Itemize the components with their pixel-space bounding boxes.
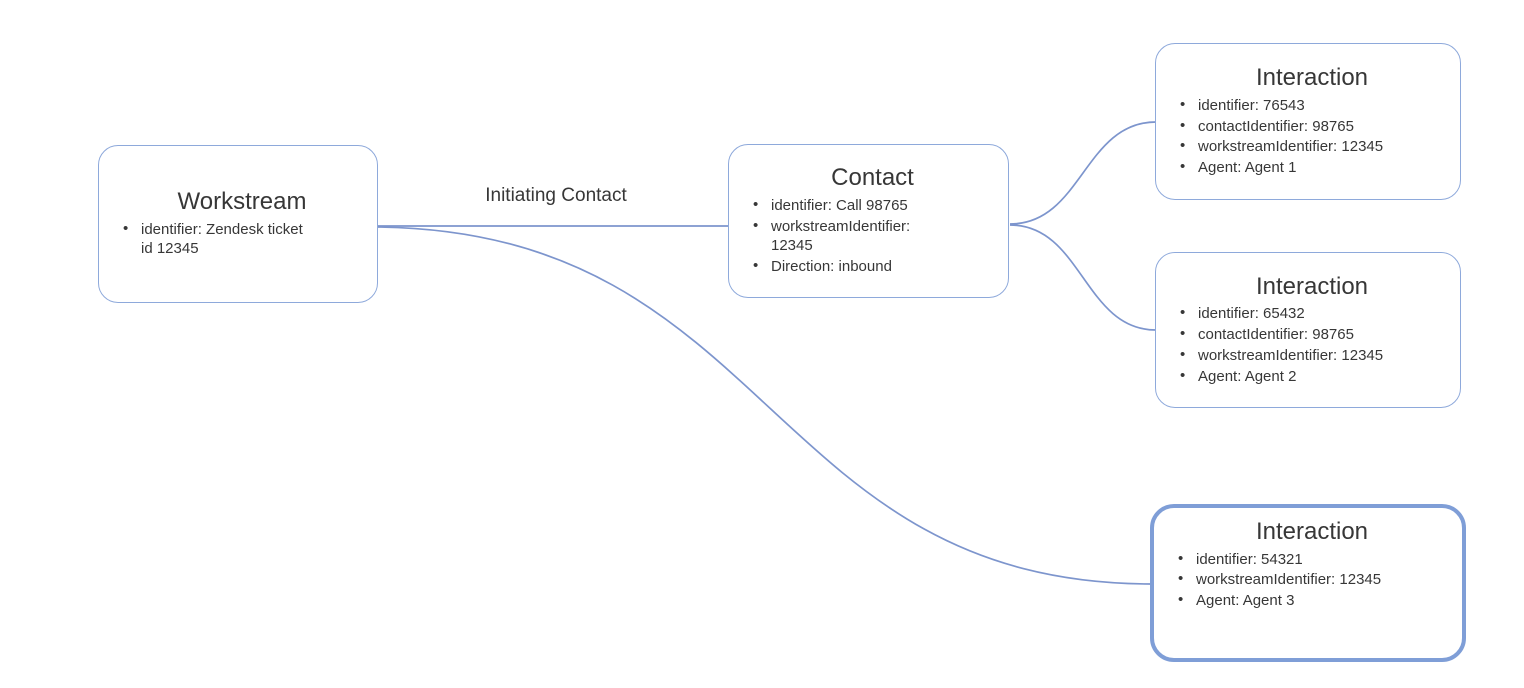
node-title: Interaction <box>1255 518 1369 545</box>
bullet-item: identifier: 65432 <box>1172 303 1452 324</box>
node-bullet-list: identifier: Zendesk ticket id 12345 <box>115 219 369 261</box>
bullet-item: identifier: Call 98765 <box>745 195 939 216</box>
bullet-item: contactIdentifier: 98765 <box>1172 116 1452 137</box>
node-bullet-list: identifier: 76543contactIdentifier: 9876… <box>1172 95 1452 179</box>
bullet-item: Agent: Agent 1 <box>1172 157 1452 178</box>
bullet-item: contactIdentifier: 98765 <box>1172 324 1452 345</box>
bullet-item: identifier: Zendesk ticket id 12345 <box>115 219 316 260</box>
connector-contact-interaction-2 <box>1009 224 1157 331</box>
node-title: Interaction <box>1255 64 1369 92</box>
node-bullet-list: identifier: 54321workstreamIdentifier: 1… <box>1170 549 1454 612</box>
bullet-item: Direction: inbound <box>745 256 939 277</box>
interaction-node-2: Interaction identifier: 65432contactIden… <box>1155 252 1461 408</box>
interaction-node-1: Interaction identifier: 76543contactIden… <box>1155 43 1461 200</box>
bullet-item: workstreamIdentifier: 12345 <box>1172 345 1452 366</box>
bullet-item: workstreamIdentifier: 12345 <box>1172 136 1452 157</box>
contact-node: Contact identifier: Call 98765workstream… <box>728 144 1009 298</box>
bullet-item: identifier: 76543 <box>1172 95 1452 116</box>
workstream-node: Workstream identifier: Zendesk ticket id… <box>98 145 378 303</box>
bullet-item: Agent: Agent 3 <box>1170 590 1454 611</box>
bullet-item: workstreamIdentifier: 12345 <box>1170 569 1454 590</box>
node-title: Contact <box>831 164 914 192</box>
connector-workstream-interaction-3 <box>377 226 1152 585</box>
interaction-node-3-highlighted: Interaction identifier: 54321workstreamI… <box>1150 504 1466 662</box>
bullet-item: identifier: 54321 <box>1170 549 1454 570</box>
node-title: Interaction <box>1255 272 1369 300</box>
node-title: Workstream <box>177 187 307 215</box>
connector-contact-interaction-1 <box>1009 121 1157 225</box>
edge-label-initiating-contact: Initiating Contact <box>485 185 627 206</box>
bullet-item: workstreamIdentifier: 12345 <box>745 216 939 257</box>
bullet-item: Agent: Agent 2 <box>1172 366 1452 387</box>
node-bullet-list: identifier: 65432contactIdentifier: 9876… <box>1172 303 1452 387</box>
node-bullet-list: identifier: Call 98765workstreamIdentifi… <box>745 195 1000 278</box>
